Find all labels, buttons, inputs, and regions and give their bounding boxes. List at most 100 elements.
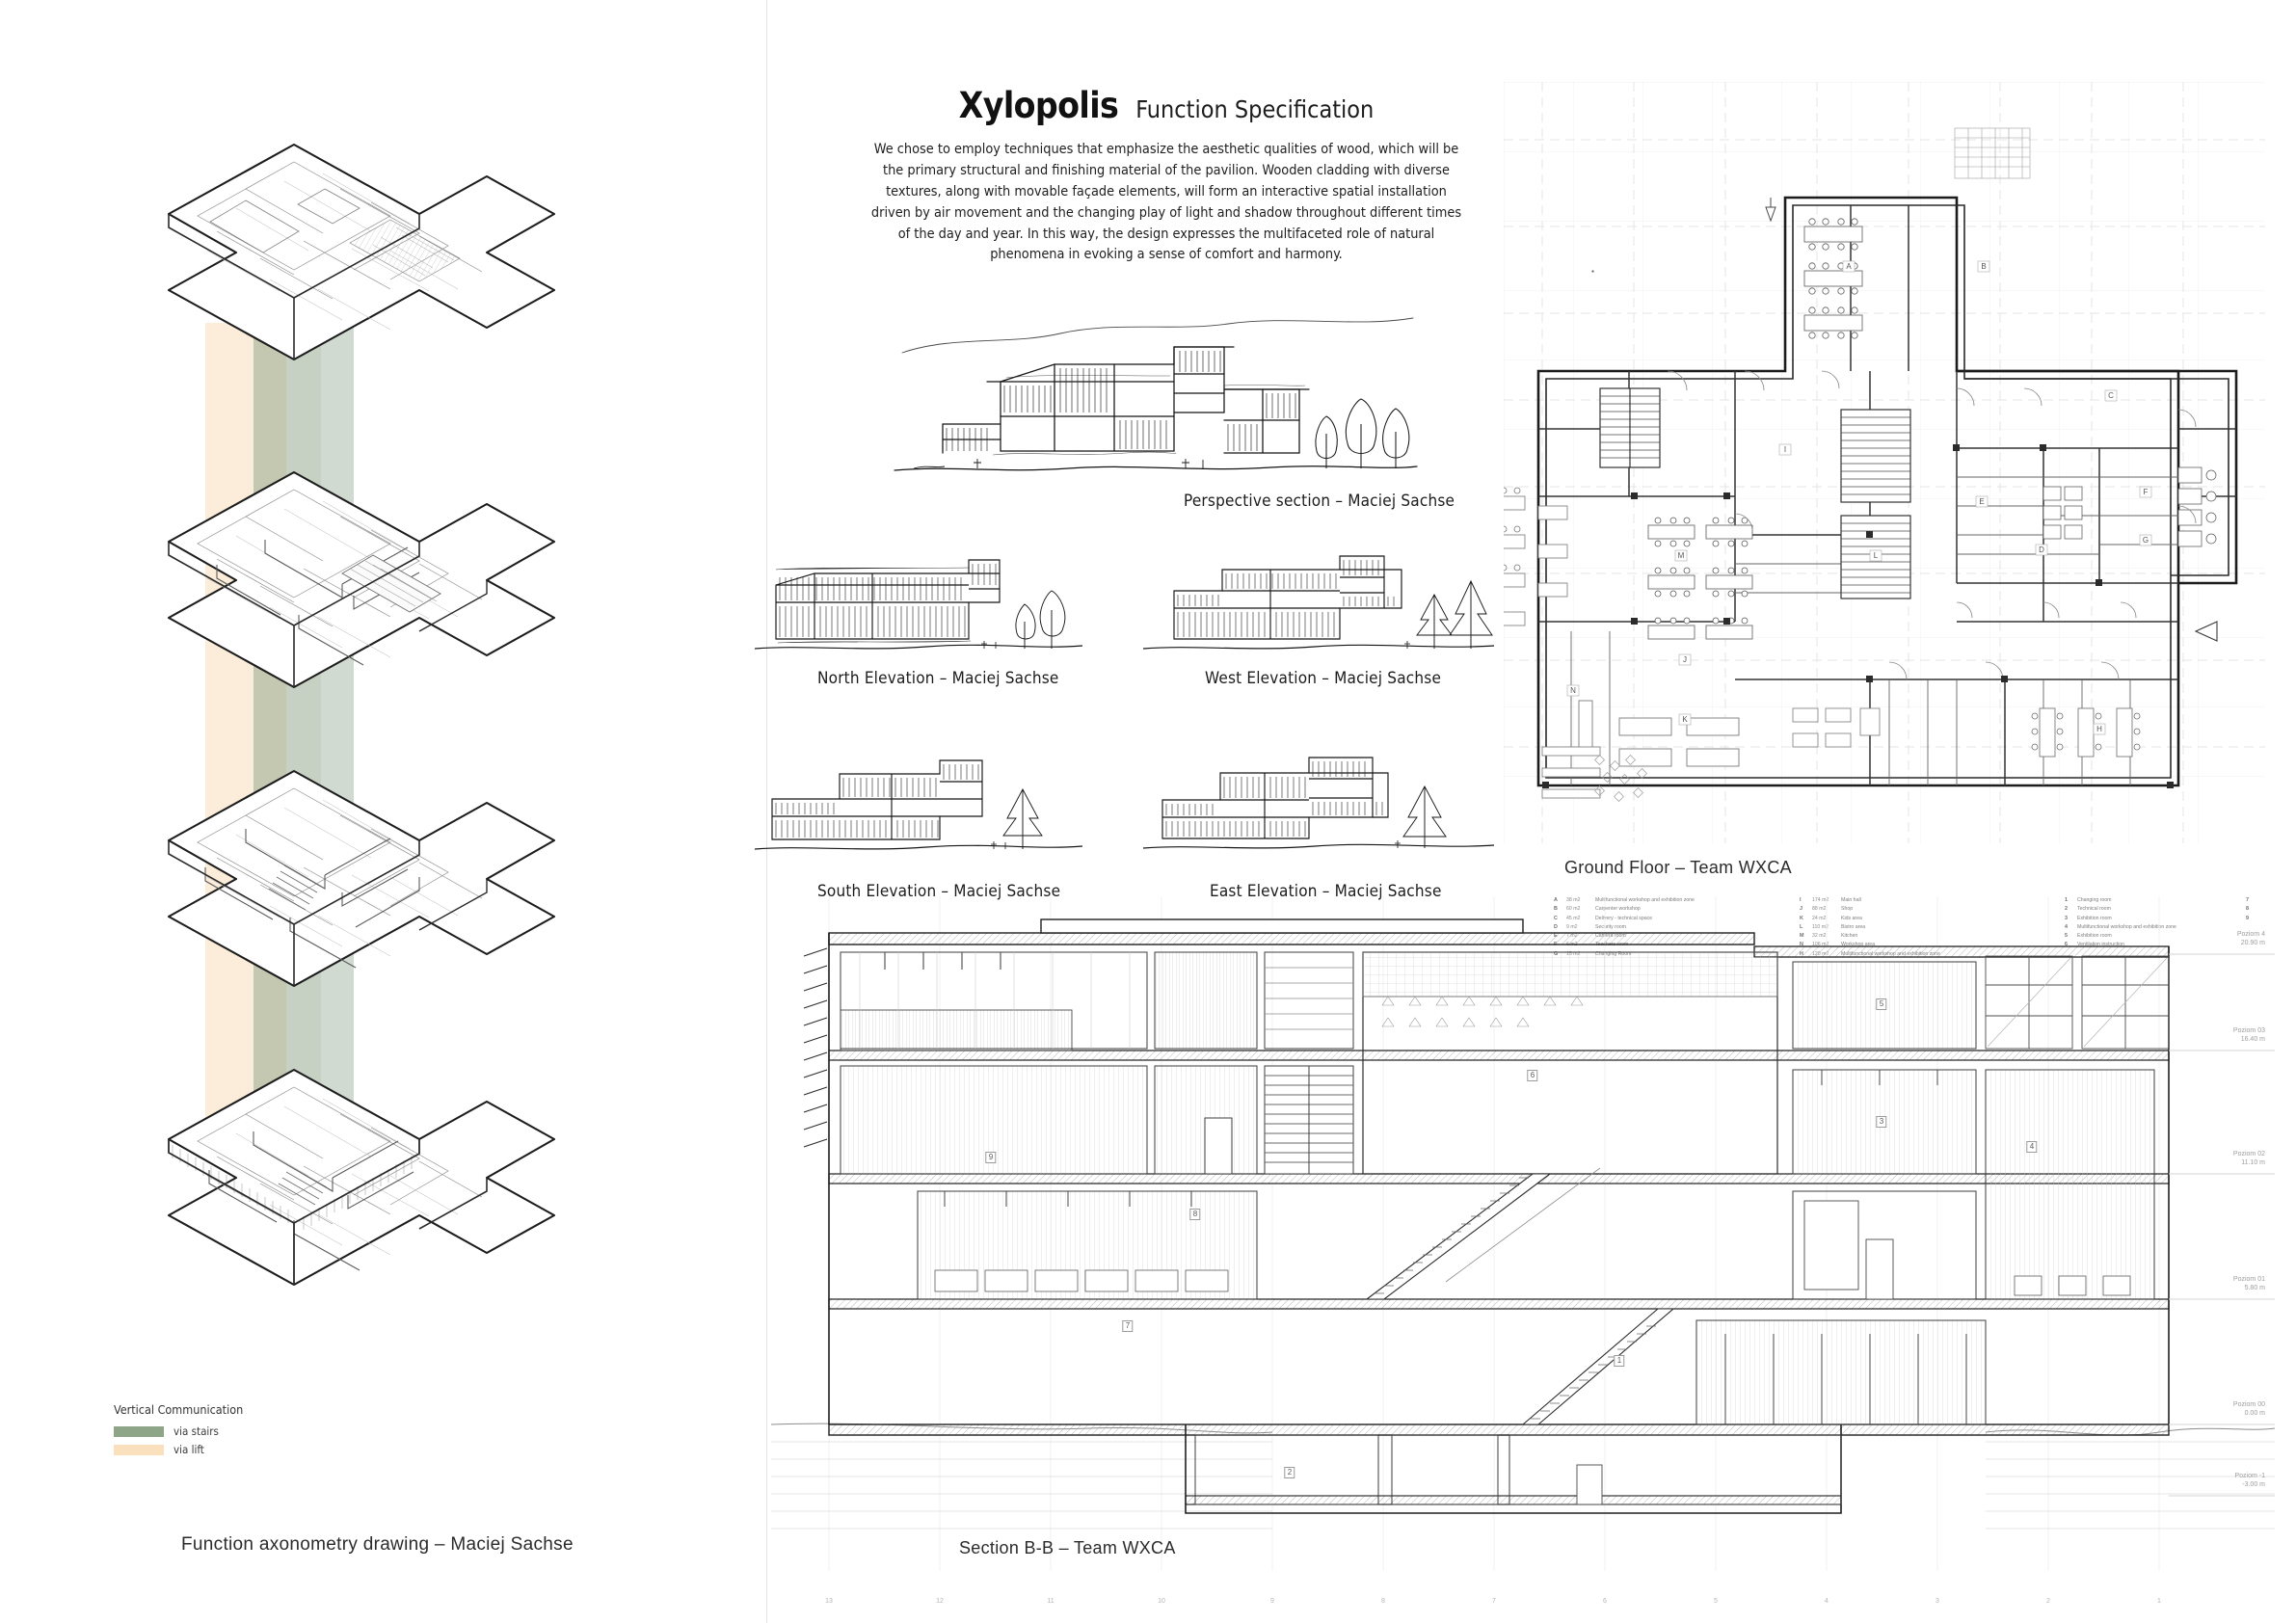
section-room-top-left: [840, 951, 1148, 1050]
legend-title: Vertical Communication: [114, 1402, 244, 1417]
level-name: Poziom 01: [2232, 1276, 2265, 1283]
vertical-communication-legend: Vertical Communication via stairs via li…: [114, 1402, 243, 1461]
section-room-6: [1362, 951, 1778, 1175]
axono-level-2: [167, 769, 556, 988]
section-bb-svg: [770, 896, 2276, 1571]
section-grid-number: 3: [1936, 1598, 1939, 1605]
schedule-code: 8: [2246, 906, 2249, 913]
schedule-name: Shop: [1841, 906, 1854, 913]
plan-sanitary: [2042, 466, 2217, 547]
schedule-area: 174 m2: [1812, 897, 1829, 903]
section-room-tag: 3: [1876, 1116, 1887, 1128]
legend-swatch-lift: [114, 1444, 164, 1455]
schedule-name: Delivery - technical space: [1595, 915, 1653, 921]
description-text: We chose to employ techniques that empha…: [870, 142, 1462, 263]
schedule-area: 60 m2: [1566, 906, 1581, 913]
section-lower-stair: [1521, 1308, 1675, 1425]
section-grid-number: 13: [825, 1598, 833, 1605]
schedule-column-4: 7 8 9: [2246, 896, 2296, 923]
level-marker-minus1: Poziom -1 -3.00 m: [2234, 1473, 2265, 1490]
section-roof: [828, 918, 2170, 958]
level-value: 5.80 m: [2244, 1284, 2265, 1291]
section-grid-number: 1: [2157, 1598, 2161, 1605]
level-name: Poziom 02: [2232, 1151, 2265, 1157]
schedule-name: Changing room: [2077, 897, 2112, 903]
section-room-lower-mid: [1792, 1190, 1977, 1300]
section-grid-number: 7: [1492, 1598, 1496, 1605]
plan-columns: [1542, 444, 2174, 788]
section-bb-drawing: Poziom 4 20.90 m Poziom 03 16.40 m Pozio…: [770, 896, 2276, 1605]
schedule-name: Security room: [1595, 923, 1626, 930]
title-row: Xylopolis Function Specification: [829, 85, 1504, 126]
schedule-name: Kids area: [1841, 915, 1862, 921]
section-ground-strata: [771, 1441, 2275, 1530]
ground-floor-plan-svg: A B C D E F G H I J K L M N: [1495, 82, 2265, 843]
section-grid-number: 11: [1047, 1598, 1055, 1605]
plan-door-swings: [1667, 370, 2197, 680]
svg-text:M: M: [1678, 551, 1685, 560]
west-elevation-caption: West Elevation – Maciej Sachse: [1205, 669, 1442, 688]
schedule-name: Technical room: [2077, 906, 2111, 913]
svg-text:J: J: [1683, 655, 1687, 664]
plan-stools: [1594, 755, 1647, 802]
plan-furniture-tables: [1495, 218, 2141, 799]
level-value: -3.00 m: [2242, 1480, 2265, 1488]
schedule-code: N: [1800, 942, 1803, 948]
perspective-section-caption: Perspective section – Maciej Sachse: [1184, 492, 1455, 511]
section-room-1: [1695, 1319, 1987, 1425]
schedule-code: J: [1800, 906, 1802, 913]
axonometry-svg: [167, 143, 556, 1287]
plan-stair-core-1: [1591, 270, 1661, 468]
south-elevation-sketch: [747, 737, 1089, 867]
page-title: Xylopolis: [958, 85, 1119, 126]
level-value: 11.10 m: [2241, 1158, 2265, 1166]
schedule-code: 4: [2065, 923, 2068, 930]
schedule-name: Kitchen: [1841, 933, 1858, 940]
schedule-area: 88 m2: [1812, 906, 1827, 913]
section-level-lines: [2169, 953, 2275, 1497]
section-room-4: [1985, 1069, 2155, 1300]
schedule-name: Carpenter workshop: [1595, 906, 1641, 913]
section-room-7: [917, 1190, 1258, 1300]
section-room-2: [1194, 1434, 1842, 1505]
svg-text:G: G: [2143, 536, 2149, 545]
section-room-tag: 2: [1284, 1467, 1295, 1478]
north-elevation-sketch: [747, 535, 1089, 665]
schedule-code: 9: [2246, 915, 2249, 921]
schedule-row: 7: [2246, 896, 2296, 905]
section-grid-number: 10: [1158, 1598, 1165, 1605]
west-elevation-sketch: [1135, 535, 1500, 665]
axono-stair: [268, 865, 322, 911]
section-room-tag: 7: [1122, 1320, 1134, 1332]
level-name: Poziom 03: [2232, 1027, 2265, 1034]
svg-text:F: F: [2144, 488, 2149, 496]
ground-floor-plan: A B C D E F G H I J K L M N: [1495, 82, 2265, 843]
stairs-shaft: [254, 301, 354, 1176]
section-facade-louvres: [803, 947, 828, 1148]
axonometry-caption: Function axonometry drawing – Maciej Sac…: [181, 1534, 574, 1555]
schedule-code: C: [1554, 915, 1558, 921]
schedule-name: Multifunctional workshop and exhibition …: [1595, 897, 1695, 903]
svg-text:D: D: [2039, 545, 2044, 554]
legend-label-lift: via lift: [174, 1443, 204, 1456]
schedule-code: I: [1800, 897, 1802, 903]
north-arrow: [1765, 198, 1776, 223]
schedule-code: D: [1554, 923, 1558, 930]
level-value: 16.40 m: [2240, 1035, 2265, 1043]
schedule-code: L: [1800, 923, 1803, 930]
schedule-name: Workshop area: [1841, 942, 1876, 948]
board-divider: [766, 0, 767, 1623]
level-marker-4: Poziom 4 20.90 m: [2237, 931, 2265, 948]
schedule-area: 32 m2: [1812, 933, 1827, 940]
schedule-area: 24 m2: [1812, 915, 1827, 921]
schedule-code: A: [1554, 897, 1558, 903]
